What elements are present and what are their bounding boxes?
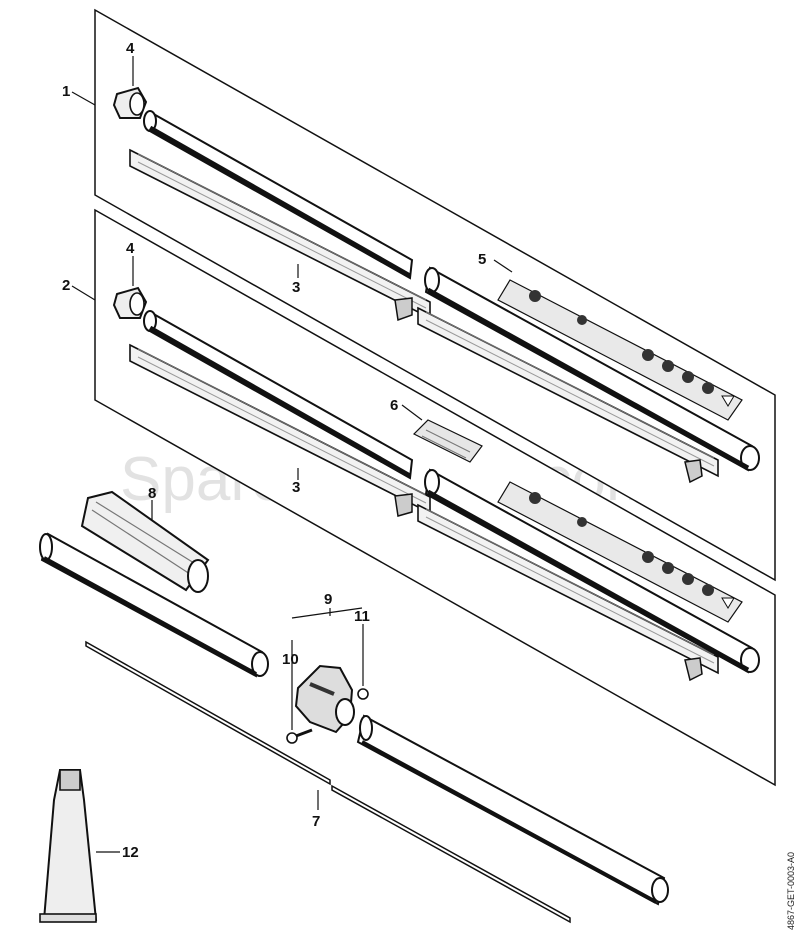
sleeve-part-4-upper [112,86,148,119]
callout-3-lower: 3 [292,479,300,496]
callout-4-lower: 4 [126,240,135,257]
callout-12: 12 [122,844,139,861]
callout-2: 2 [62,277,70,294]
drive-shaft-part-7 [85,640,571,924]
drive-tube-right-upper [424,266,760,472]
callout-5: 5 [478,251,486,268]
callout-10: 10 [282,651,299,668]
label-part-5-lower [497,481,743,623]
bearing-liner-lower [129,344,431,517]
screw-part-10 [286,728,313,744]
callout-9: 9 [324,591,332,608]
drive-tube-part-3-lower [143,310,414,480]
drive-tube-part-3-upper [143,110,414,280]
callout-6: 6 [390,397,398,414]
label-part-6 [412,419,483,463]
callout-3-upper: 3 [292,279,300,296]
bearing-liner-right-lower [417,504,719,682]
drawing-code: 4867-GET-0003-A0 [786,852,796,930]
nut-part-11 [357,688,369,700]
label-part-5 [497,279,743,421]
sleeve-part-4-lower [112,286,148,319]
grease-tube-part-12 [39,769,98,923]
callout-1: 1 [62,83,70,100]
tube-part-bottom [356,714,669,906]
callout-11: 11 [354,608,370,625]
callout-8: 8 [148,485,156,502]
outer-tube-loose [39,532,269,678]
bearing-liner-upper [129,149,431,322]
drive-tube-right-lower [424,468,760,674]
clamp-part-9 [294,664,355,734]
callout-7: 7 [312,813,320,830]
bearing-liner-right-upper [417,307,719,484]
liner-part-8 [80,490,210,593]
callout-4-upper: 4 [126,40,135,57]
leader-lines [71,56,513,853]
